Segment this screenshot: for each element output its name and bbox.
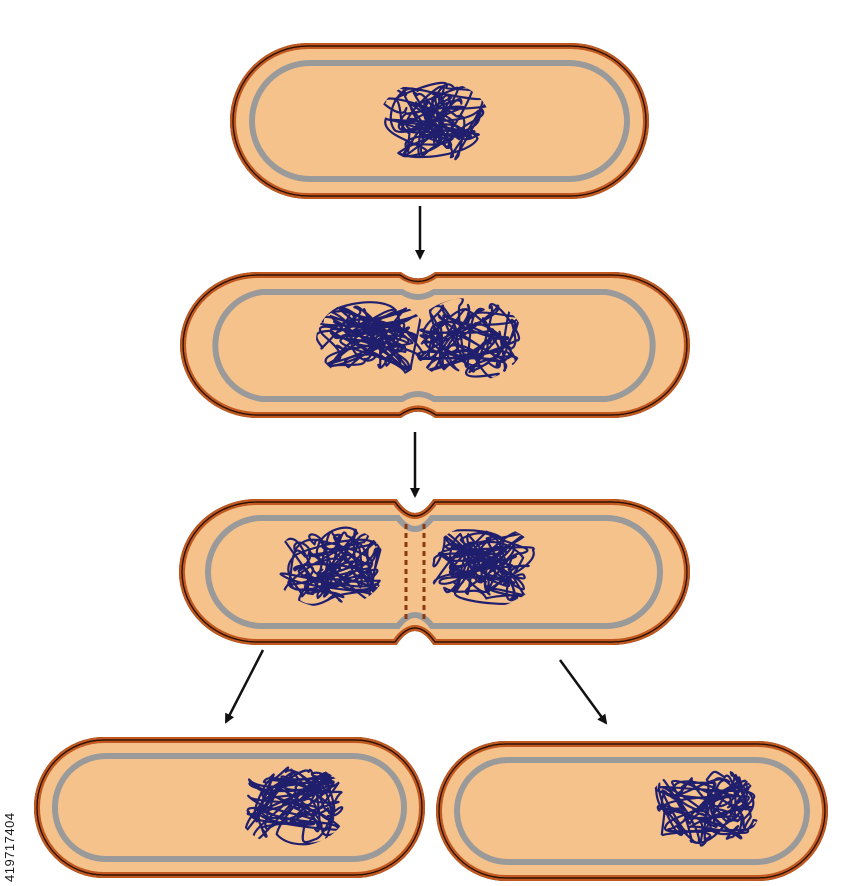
dna-strand (316, 301, 427, 376)
dna-nucleoid (279, 526, 383, 608)
cell-outline (232, 45, 647, 197)
dna-nucleoid (316, 301, 427, 376)
daughter-cell-left (34, 737, 425, 878)
cell-stage-2 (180, 272, 690, 418)
dna-strand (279, 526, 383, 608)
dna-strand (431, 528, 535, 606)
cell-outline (181, 501, 688, 643)
dna-strand (412, 298, 520, 379)
arrow-down-left (224, 649, 265, 724)
cell-stage-1 (230, 43, 649, 199)
daughter-cell-right (436, 741, 828, 881)
cell-outline (36, 739, 423, 876)
dna-nucleoid (431, 528, 535, 606)
dna-nucleoid (412, 298, 520, 379)
cell-outline (438, 743, 826, 879)
stock-id-label: 419717404 (2, 812, 17, 882)
arrow-down-right (558, 659, 608, 725)
cell-stage-3 (179, 499, 690, 645)
cell-outline (182, 274, 688, 416)
